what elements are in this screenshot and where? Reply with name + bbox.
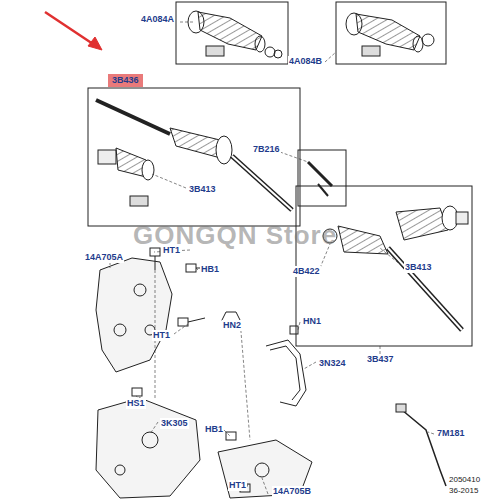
drive-shaft [96,100,292,210]
pointer-arrow [45,12,102,50]
bracket [96,248,240,372]
kit-frame [336,2,446,64]
leader-lines [110,22,434,494]
callout-number: 3K305 [160,418,189,429]
watermark: GONGQN Store [132,220,338,250]
drawing-number: 2050410 [448,474,481,485]
cv-joint [98,148,154,206]
bracket [218,432,312,498]
boot [188,11,282,58]
callout-number: 3N324 [318,358,347,369]
callout-number: HB1 [200,264,220,275]
drawing-number: 36-2015 [448,485,479,496]
callout-number: 3B436 [108,74,143,87]
bracket [96,388,200,498]
drive-shaft [323,206,468,330]
callout-number: 3B413 [188,184,217,195]
callout-number: 7M181 [436,428,466,439]
strap [266,326,306,406]
clip-frame [298,150,346,206]
callout-number: 3B437 [366,354,395,365]
kit-frame [176,2,288,64]
sensor [396,404,446,486]
callout-number: HB1 [204,424,224,435]
callout-number: 4B422 [292,266,321,277]
callout-number: HT1 [228,480,247,491]
callout-number: 7B216 [252,144,281,155]
boot [346,13,434,56]
callout-number: HN1 [302,316,322,327]
callout-number: 4A084A [140,14,175,25]
shaft-frame [88,88,300,226]
callout-number: 14A705A [84,252,124,263]
callout-number: 3B413 [404,262,433,273]
callout-number: HT1 [152,330,171,341]
callout-number: HS1 [126,398,146,409]
callout-number: 4A084B [288,56,323,67]
shaft-frame [296,186,472,346]
callout-number: HN2 [222,320,242,331]
clip [308,162,332,196]
callout-number: 14A705B [272,486,312,497]
